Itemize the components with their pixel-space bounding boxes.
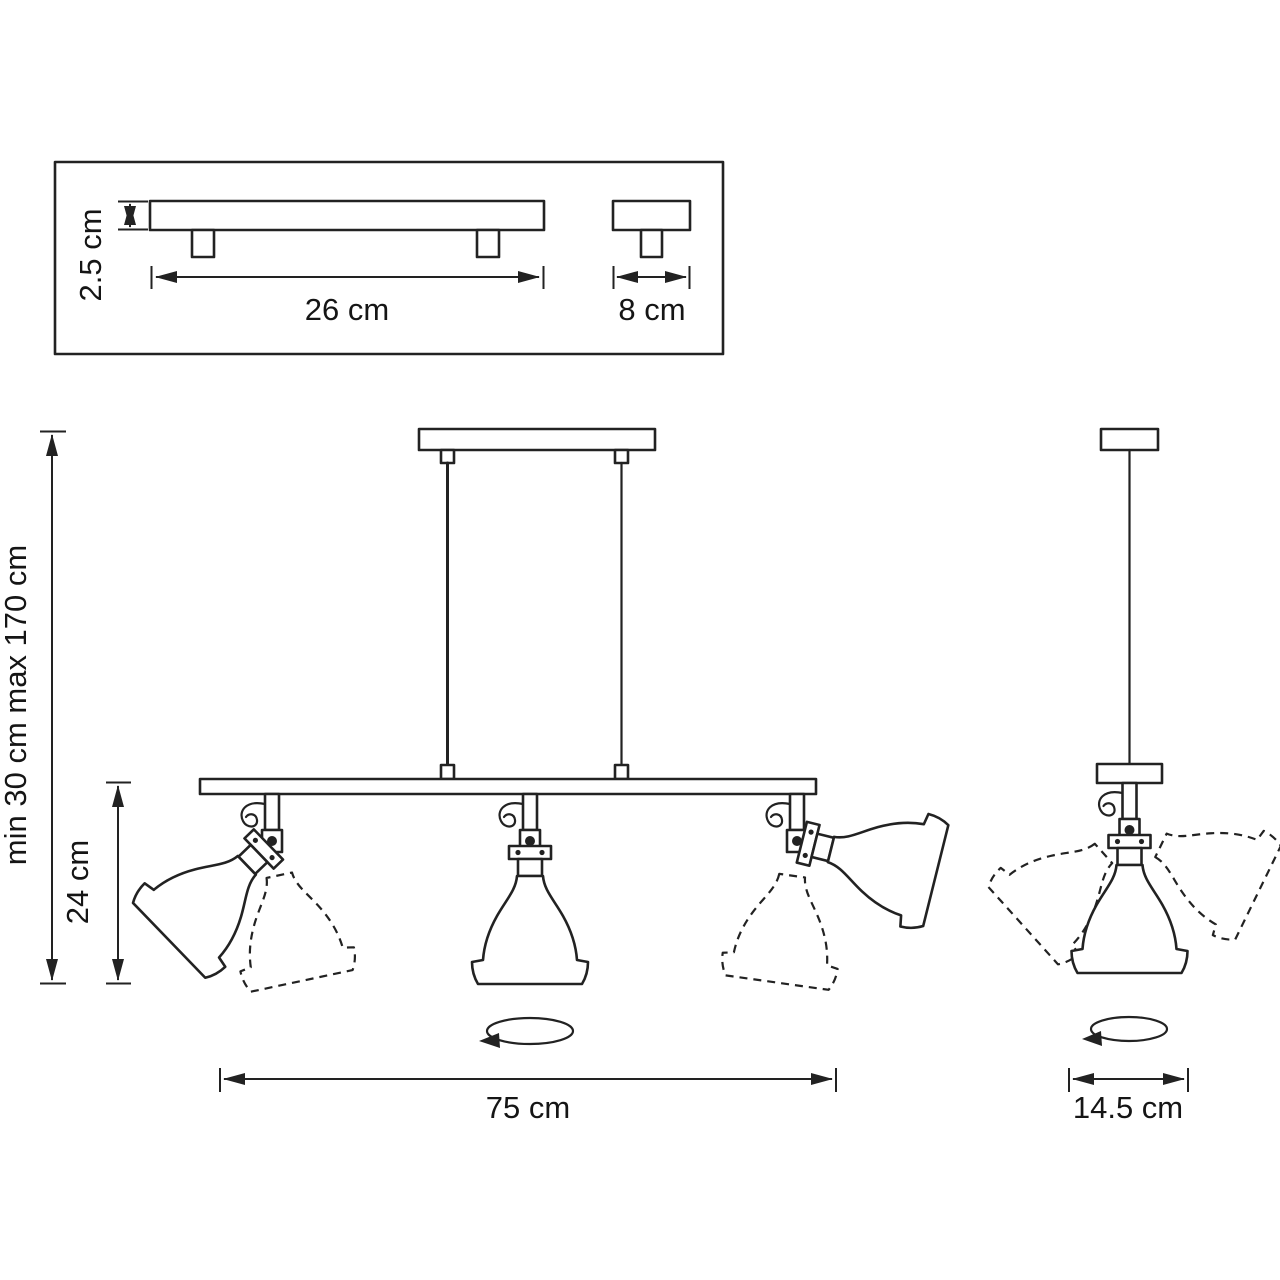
mount-detail-inset: 2.5 cm 26 cm 8 cm [53,160,725,356]
long-plate-foot-right [475,228,501,259]
rotation-indicator-main [479,1016,575,1048]
short-mounting-plate [611,199,692,259]
lamp-mount [498,792,542,854]
dimension-suspension-range: min 30 cm max 170 cm [0,430,66,985]
rotation-ellipse [485,1016,575,1046]
lamp-shade [1072,835,1188,973]
lamp-shade [788,786,950,932]
rod-connector-top-right [613,448,630,465]
single-pendant-view: 14.5 cm [983,427,1280,1125]
label-head-height: 24 cm [60,840,95,924]
label-short-plate-length: 8 cm [618,292,685,327]
dimension-shade-width: 14.5 cm [1068,1068,1189,1125]
lamp-shade [472,846,588,984]
lamp-head-left [129,792,309,982]
dimension-plate-thickness: 2.5 cm [73,200,148,302]
long-plate-body [148,199,546,232]
rotation-arrow-icon [479,1033,500,1048]
pendant-bar [198,777,818,796]
dimension-short-plate-length: 8 cm [612,266,691,327]
lamp-shade-ghost-right [718,866,851,992]
lamp-head-side [1072,781,1188,973]
label-fixture-width: 75 cm [486,1090,570,1125]
ceiling-plate-small [1099,427,1160,452]
rod-connector-top-left [439,448,456,465]
label-plate-thickness: 2.5 cm [73,208,108,301]
rod-connector-bottom-left [439,763,456,781]
rotation-indicator-side [1082,1015,1169,1046]
main-pendant-view: min 30 cm max 170 cm 24 cm 75 cm [0,427,950,1125]
label-long-plate-length: 26 cm [305,292,389,327]
rotation-ellipse [1089,1015,1169,1043]
rotation-arrow-icon [1082,1031,1102,1046]
short-plate-foot [639,228,664,259]
dimension-head-height: 24 cm [60,781,131,985]
long-plate-foot-left [190,228,216,259]
lamp-mount [1097,781,1141,843]
inset-frame [53,160,725,356]
long-mounting-plate [148,199,546,259]
canopy-disc [1095,762,1164,785]
ceiling-plate [417,427,657,452]
label-shade-width: 14.5 cm [1073,1090,1183,1125]
rod-connector-bottom-right [613,763,630,781]
dimension-fixture-width: 75 cm [219,1068,837,1125]
lamp-head-right [765,786,950,932]
lamp-head-center [472,792,588,984]
short-plate-body [611,199,692,232]
label-suspension-range: min 30 cm max 170 cm [0,545,33,865]
dimension-long-plate-length: 26 cm [150,266,545,327]
